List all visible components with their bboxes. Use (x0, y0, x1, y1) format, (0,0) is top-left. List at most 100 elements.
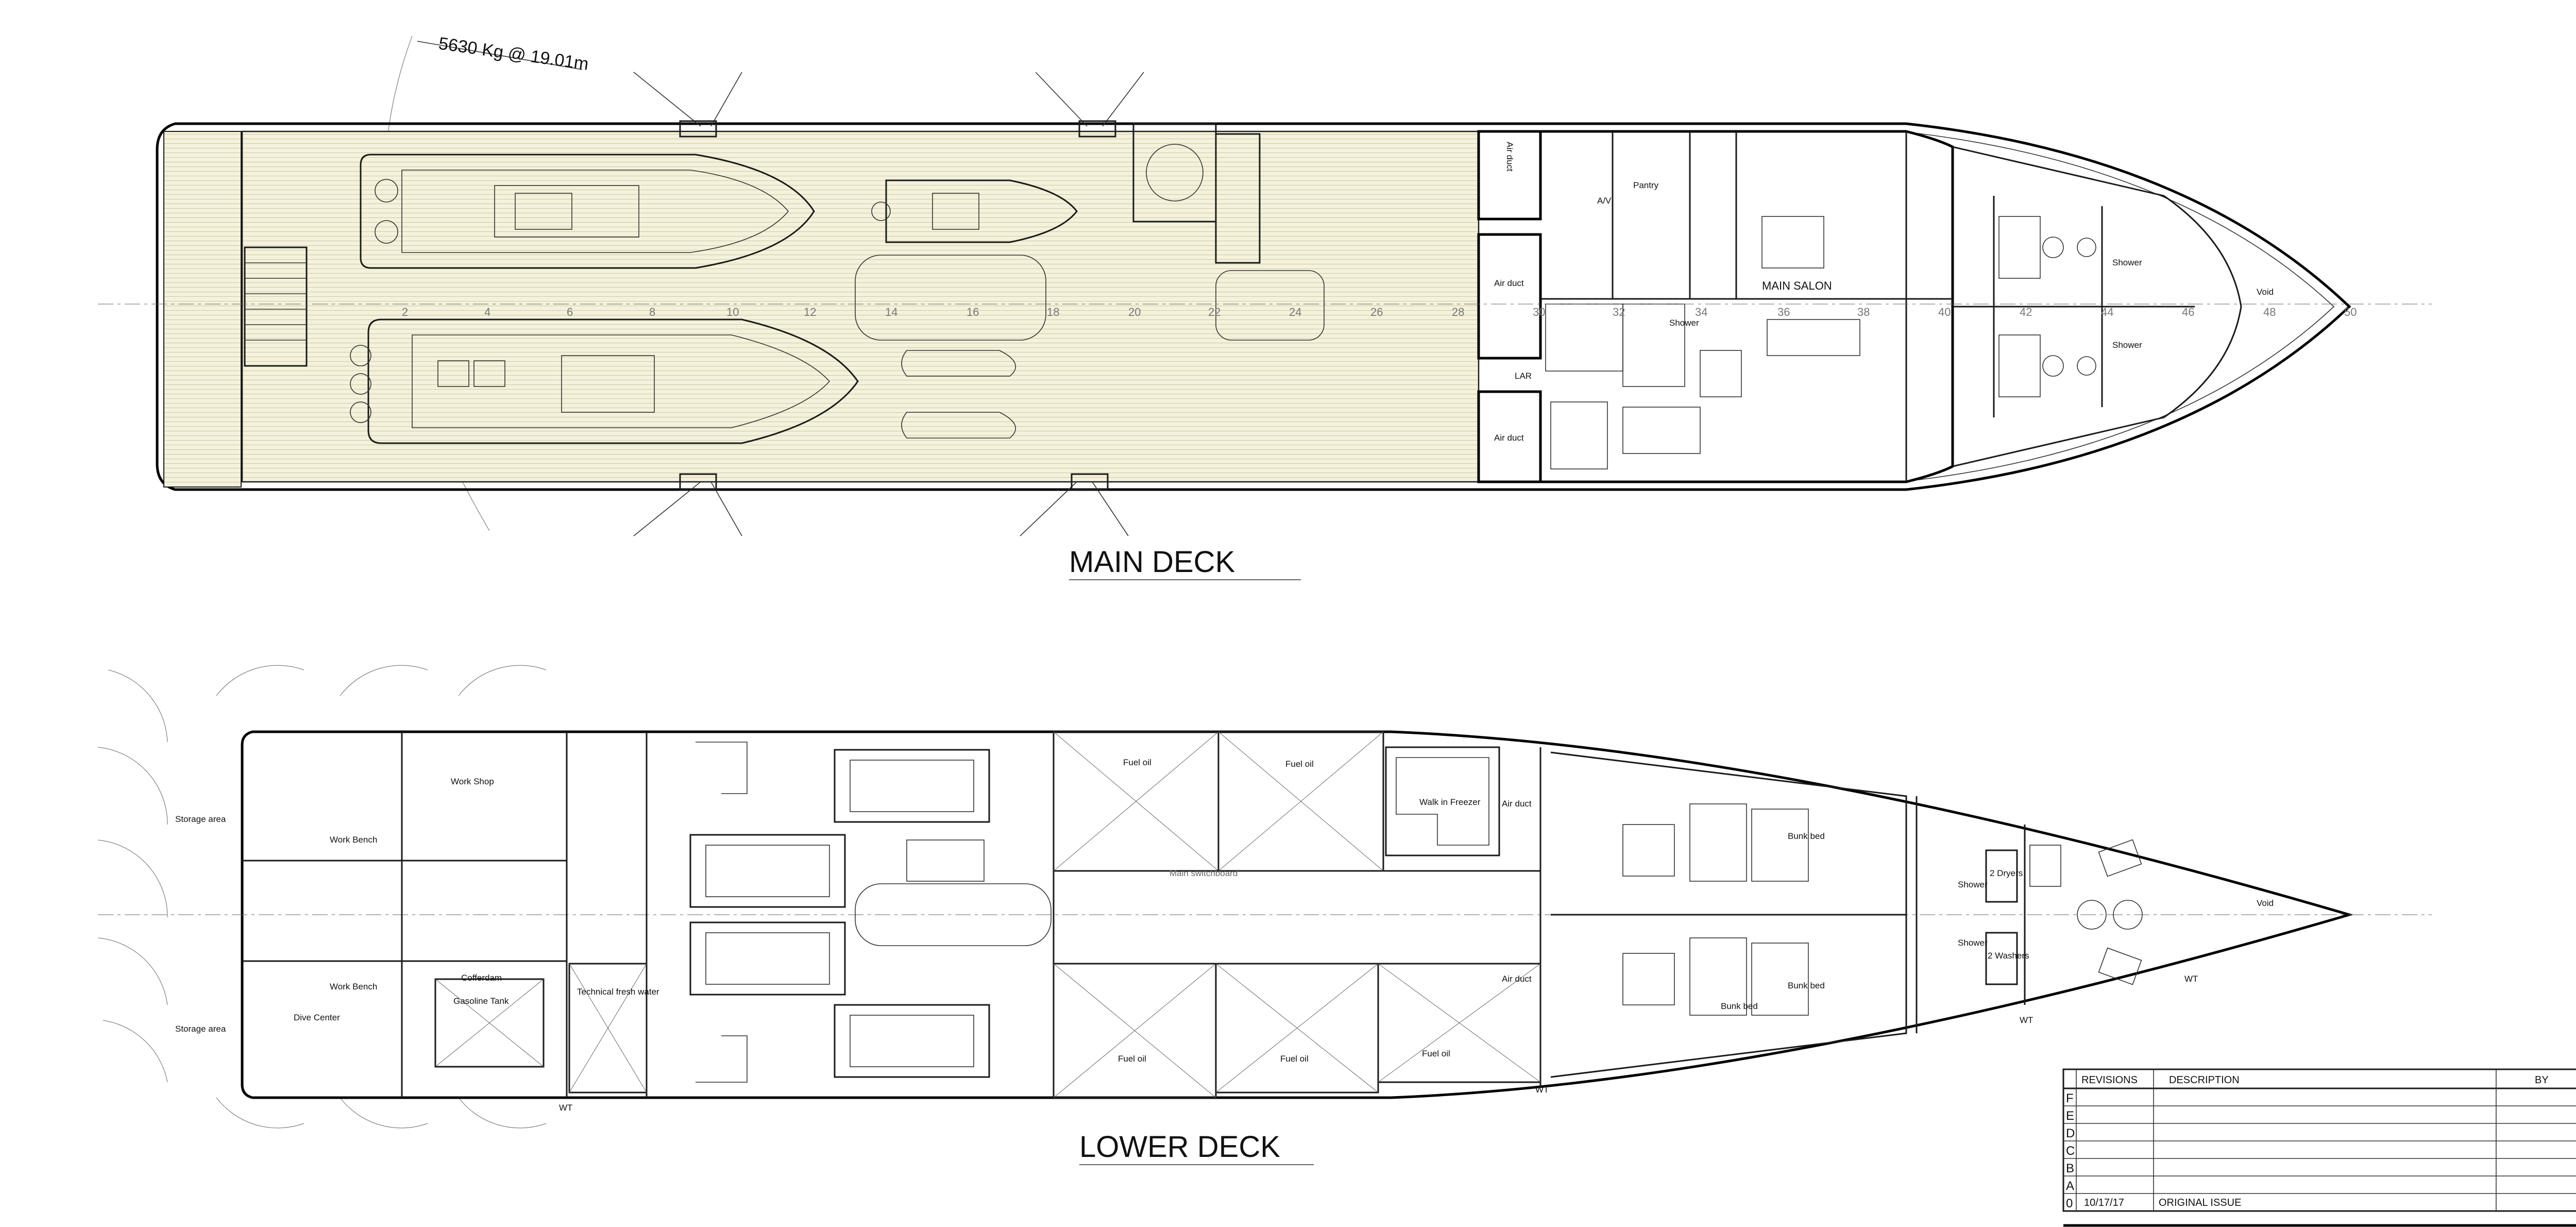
swim-platform (163, 131, 242, 488)
air-duct-label: Air duct (1494, 433, 1524, 443)
frame-label: 24 (1289, 306, 1301, 318)
revision-letter: 0 (2066, 1197, 2073, 1211)
frame-label: 34 (1695, 306, 1707, 318)
technical-fresh-water-label: Technical fresh water (577, 987, 659, 997)
storage-area-label: Storage area (175, 814, 226, 824)
frame-label: 40 (1938, 306, 1951, 318)
av-label: A/V (1597, 196, 1612, 206)
crane-capacity-label: 5630 Kg @ 19.01m (437, 33, 590, 74)
main-deck-superstructure (1477, 130, 2242, 483)
air-duct-label: Air duct (1494, 278, 1524, 288)
frame-label: 20 (1128, 306, 1141, 318)
shower-label: Shower (1958, 938, 1988, 948)
work-bench-label: Work Bench (330, 835, 377, 845)
fuel-oil-label: Fuel oil (1280, 1054, 1309, 1064)
frame-label: 22 (1208, 306, 1221, 318)
shower-label: Shower (2112, 258, 2142, 267)
frame-label: 10 (726, 306, 739, 318)
washers-label: 2 Washers (1988, 951, 2029, 961)
main-salon-label: MAIN SALON (1762, 279, 1832, 292)
main-deck-title: MAIN DECK (1069, 545, 1235, 579)
frame-label: 6 (567, 306, 573, 318)
lar-label: LAR (1515, 371, 1532, 381)
main-deck-hull (156, 122, 2351, 491)
fuel-oil-label: Fuel oil (1422, 1049, 1450, 1058)
main-deck-plan: 5630 Kg @ 19.01m (98, 33, 2432, 580)
storage-area-label: Storage area (175, 1024, 226, 1034)
frame-label: 36 (1777, 306, 1790, 318)
frame-label: 46 (2182, 306, 2194, 318)
main-switchboard-label: Main switchboard (1170, 868, 1238, 878)
aft-stairs (244, 246, 308, 367)
frame-label: 12 (804, 306, 816, 318)
air-duct-label: Air duct (1502, 974, 1532, 984)
frame-label: 38 (1857, 306, 1870, 318)
bunk-bed-label: Bunk bed (1788, 981, 1825, 990)
revision-letter: E (2066, 1109, 2074, 1123)
frame-label: 14 (885, 306, 897, 318)
frame-label: 42 (2020, 306, 2032, 318)
revision-description: ORIGINAL ISSUE (2159, 1197, 2241, 1208)
frame-label: 32 (1613, 306, 1625, 318)
revisions-header: REVISIONS (2081, 1074, 2138, 1086)
revision-letter: C (2066, 1144, 2075, 1158)
gasoline-tank-label: Gasoline Tank (453, 996, 509, 1006)
frame-label: 44 (2101, 306, 2113, 318)
dryers-label: 2 Dryers (1990, 868, 2023, 878)
frame-label: 4 (484, 306, 490, 318)
storage-hatch-arcs (97, 665, 547, 1129)
davits (633, 72, 1144, 536)
wt-label: WT (1535, 1085, 1549, 1095)
revision-letter: B (2066, 1162, 2074, 1175)
shower-label: Shower (1958, 880, 1988, 889)
work-shop-label: Work Shop (451, 777, 494, 786)
frame-label: 26 (1370, 306, 1383, 318)
air-duct-label: Air duct (1505, 142, 1515, 172)
fuel-oil-label: Fuel oil (1285, 759, 1314, 769)
dive-center-label: Dive Center (294, 1013, 340, 1022)
cofferdam-label: Cofferdam (461, 973, 502, 983)
description-header: DESCRIPTION (2169, 1074, 2240, 1086)
lower-deck-hull (241, 730, 2354, 1099)
jet-skis (901, 350, 1016, 439)
revision-letter: D (2066, 1127, 2075, 1140)
frame-label: 18 (1047, 306, 1059, 318)
frame-label: 2 (402, 306, 408, 318)
lower-deck-title: LOWER DECK (1079, 1130, 1280, 1164)
revision-date: 10/17/17 (2084, 1197, 2124, 1208)
fuel-tanks (434, 731, 1541, 1099)
tender-small (871, 179, 1078, 243)
revision-letter: F (2066, 1091, 2074, 1105)
revision-table: REVISIONS DESCRIPTION BY F E D C B A 0 1… (2062, 1068, 2576, 1227)
wt-label: WT (559, 1103, 572, 1113)
main-engines (689, 742, 1052, 1083)
lower-deck-plan: Storage area Storage area Work Bench Wor… (97, 665, 2432, 1165)
air-duct-label: Air duct (1502, 799, 1532, 809)
frame-label: 16 (967, 306, 979, 318)
shower-label: Shower (2112, 340, 2142, 350)
frame-label: 8 (649, 306, 655, 318)
pantry-label: Pantry (1633, 180, 1659, 190)
void-label: Void (2257, 287, 2274, 297)
tender-large (350, 318, 859, 444)
wt-label: WT (2184, 974, 2198, 984)
wt-label: WT (2020, 1015, 2033, 1025)
frame-label: 28 (1452, 306, 1464, 318)
fuel-oil-label: Fuel oil (1123, 758, 1151, 767)
main-deck-frame-numbers: 2 4 6 8 10 12 14 16 18 20 22 24 26 28 30… (402, 306, 2357, 318)
frame-label: 48 (2263, 306, 2276, 318)
by-header: BY (2535, 1074, 2549, 1086)
revision-letter: A (2066, 1179, 2074, 1193)
tender-rib (360, 154, 815, 269)
fuel-oil-label: Fuel oil (1118, 1054, 1146, 1064)
crew-area (1550, 751, 2143, 1078)
frame-label: 30 (1533, 306, 1545, 318)
walk-in-freezer-label: Walk in Freezer (1419, 797, 1481, 807)
aft-deck-teak (241, 130, 1480, 483)
shower-label: Shower (1669, 318, 1699, 328)
void-label: Void (2257, 898, 2274, 908)
work-bench-label: Work Bench (330, 982, 377, 991)
frame-label: 50 (2344, 306, 2357, 318)
bunk-bed-label: Bunk bed (1788, 831, 1825, 841)
